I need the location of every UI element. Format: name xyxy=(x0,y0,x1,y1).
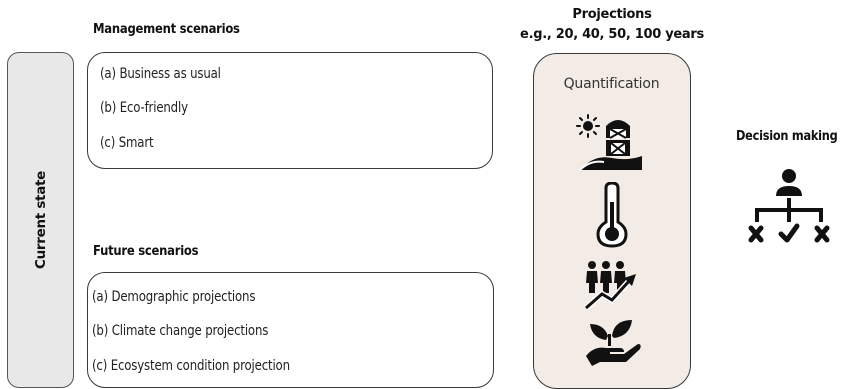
quantification-label: Quantification xyxy=(563,76,660,92)
decision-tree-icon xyxy=(745,162,833,256)
plant-hand-icon xyxy=(584,318,642,368)
projections-subtitle: e.g., 20, 40, 50, 100 years xyxy=(520,27,704,42)
management-item-eco-friendly: (b) Eco-friendly xyxy=(100,100,188,116)
current-state-panel: Current state xyxy=(7,52,74,388)
thermometer-icon xyxy=(594,182,630,248)
farm-sun-icon xyxy=(576,114,644,172)
future-item-ecosystem-condition: (c) Ecosystem condition projection xyxy=(92,358,290,374)
population-growth-icon xyxy=(584,260,640,314)
management-scenarios-heading: Management scenarios xyxy=(93,21,240,37)
future-scenarios-box: (a) Demographic projections (b) Climate … xyxy=(87,272,494,388)
projections-box: Quantification xyxy=(533,53,691,389)
management-item-smart: (c) Smart xyxy=(100,135,154,151)
projections-title: Projections xyxy=(572,7,652,22)
management-scenarios-box: (a) Business as usual (b) Eco-friendly (… xyxy=(87,52,493,169)
future-scenarios-heading: Future scenarios xyxy=(93,243,199,259)
current-state-label: Current state xyxy=(32,170,49,270)
future-item-climate-change: (b) Climate change projections xyxy=(92,323,269,339)
decision-making-heading: Decision making xyxy=(736,128,838,144)
future-item-demographic: (a) Demographic projections xyxy=(92,289,256,305)
management-item-business-as-usual: (a) Business as usual xyxy=(100,66,221,82)
